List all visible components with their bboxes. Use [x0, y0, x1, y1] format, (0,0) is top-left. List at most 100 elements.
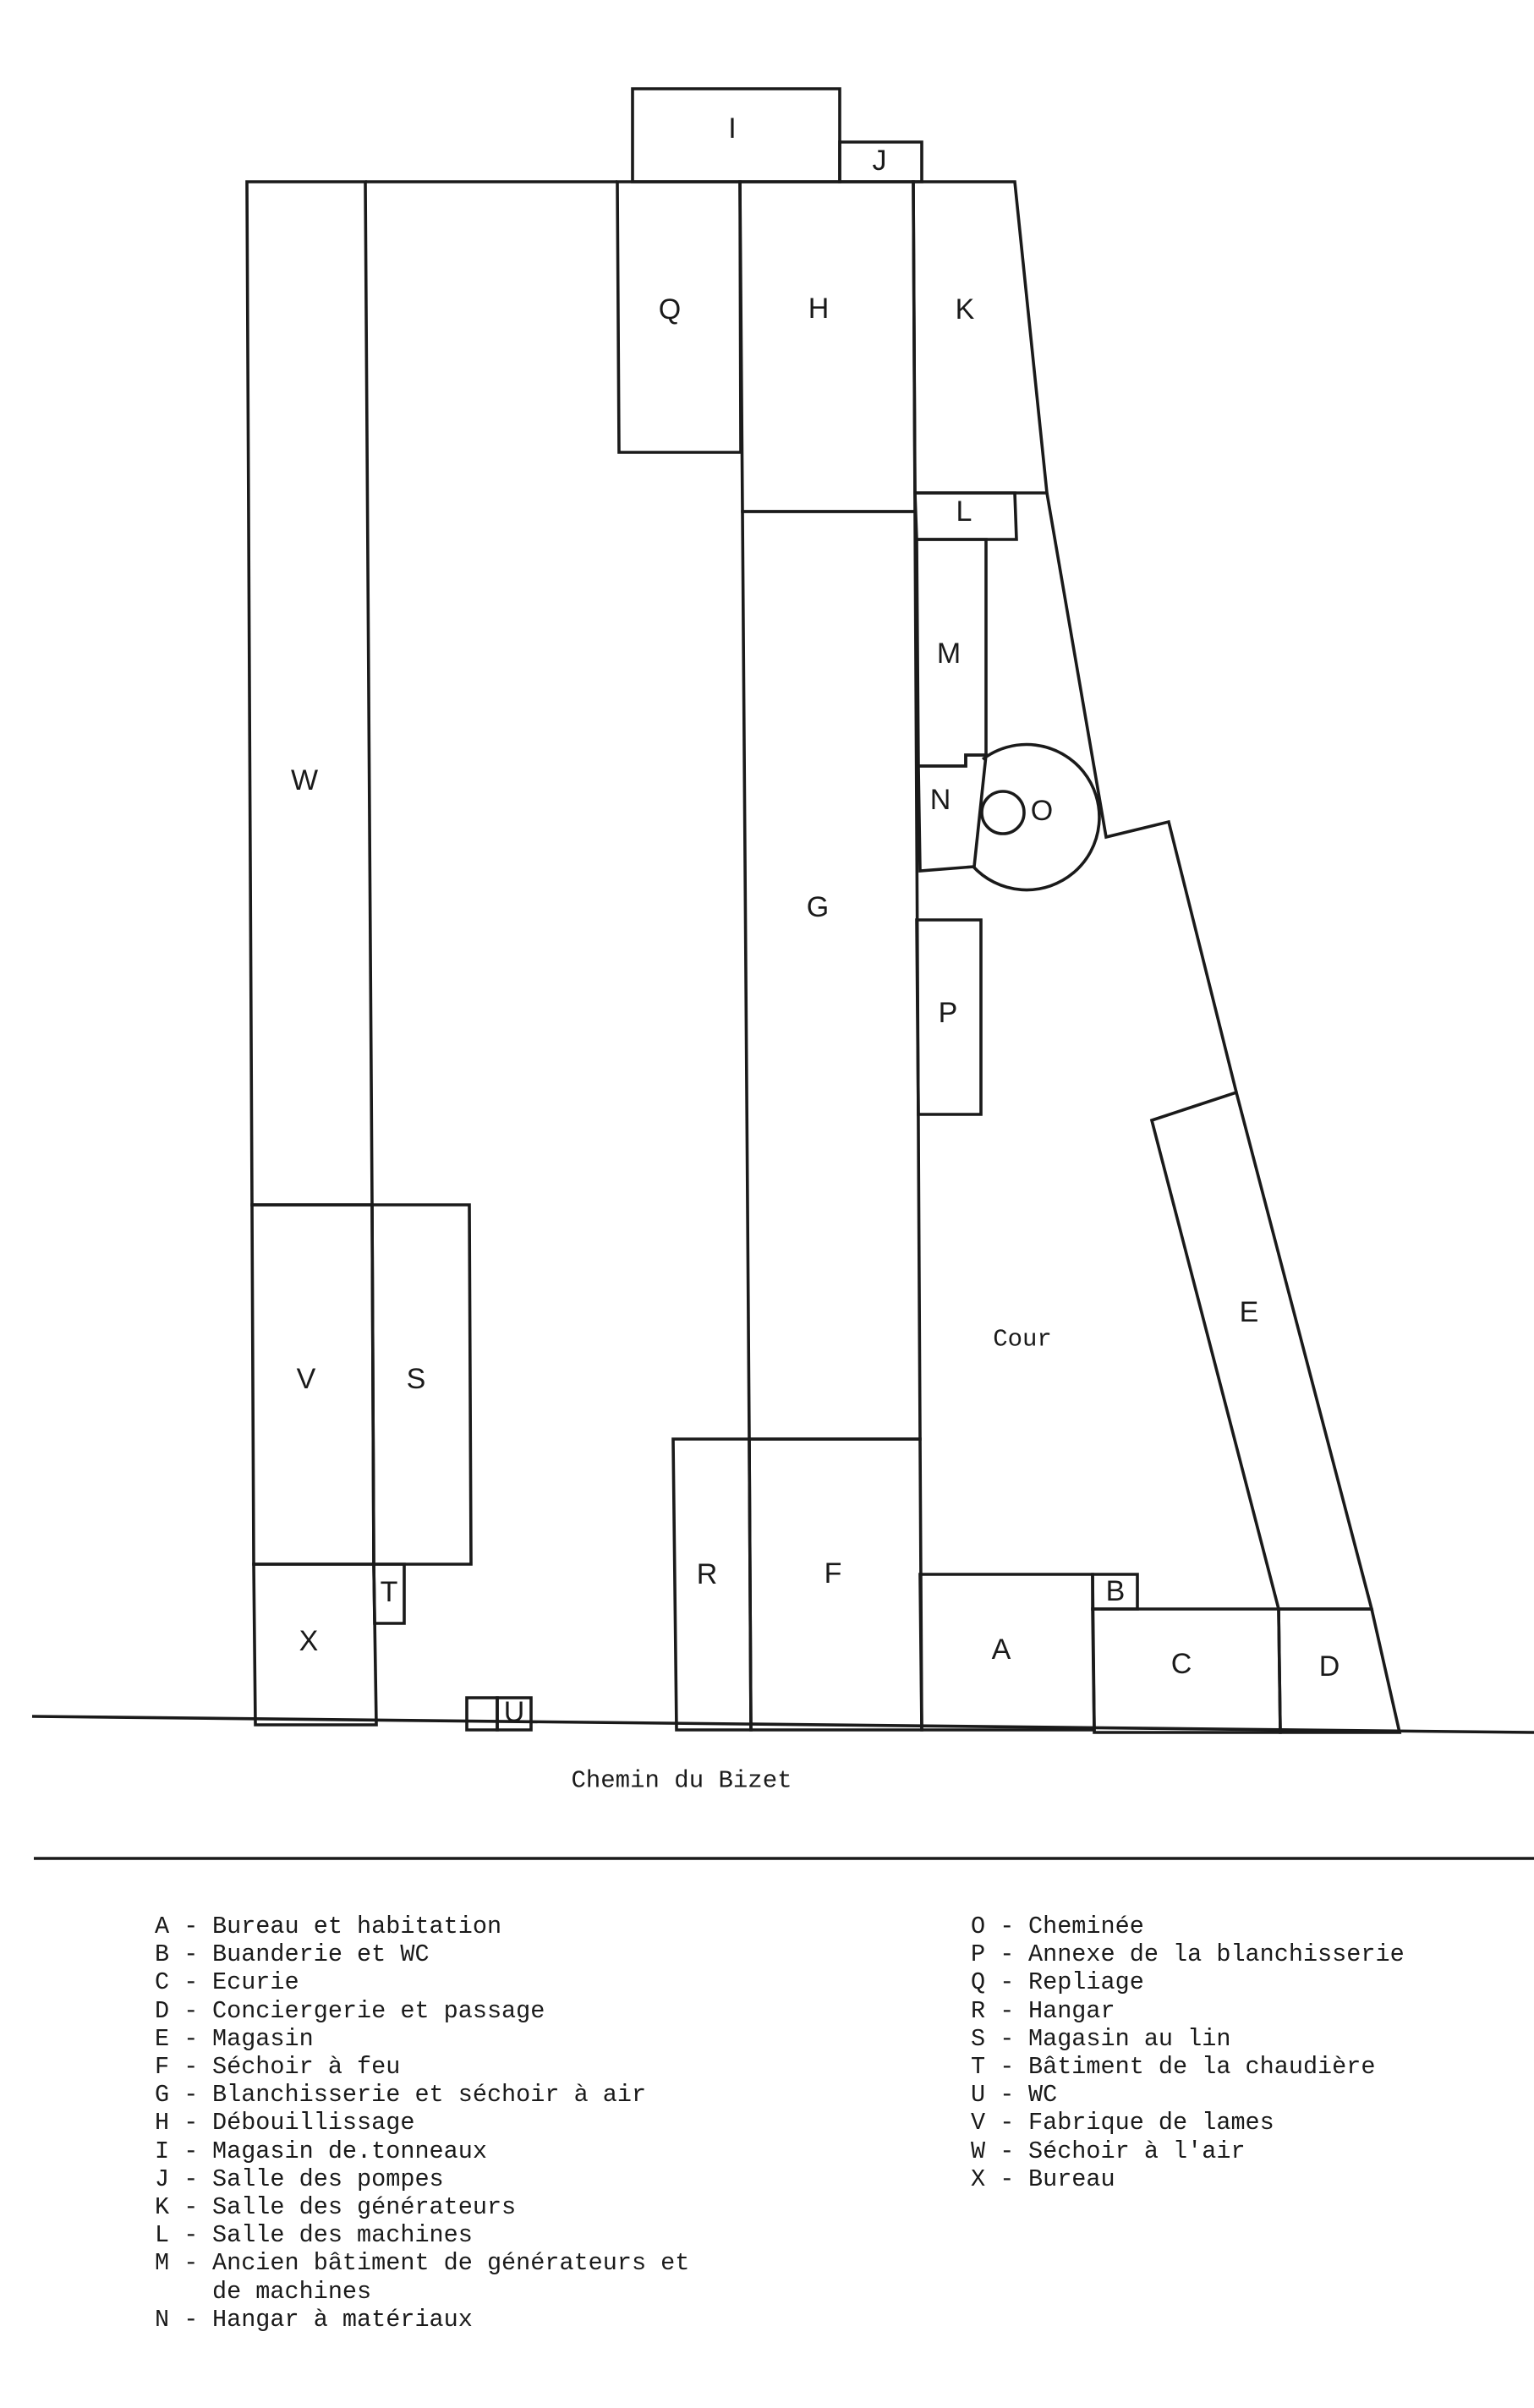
building-g	[741, 510, 922, 1441]
legend-key: C -	[155, 1968, 199, 1997]
legend-desc: Conciergerie et passage	[212, 1996, 545, 2025]
legend-desc: Débouillissage	[212, 2109, 415, 2137]
legend-desc: Bâtiment de la chaudière	[1028, 2053, 1376, 2082]
legend-key: A -	[155, 1913, 199, 1940]
legend-key: W -	[971, 2137, 1015, 2165]
legend-item: M - Ancien bâtiment de générateurs et de …	[155, 2249, 797, 2305]
label-l: L	[956, 495, 972, 528]
building-t	[372, 1562, 406, 1625]
building-s	[370, 1203, 473, 1566]
legend-item: U - WC	[971, 2081, 1495, 2109]
legend-key: M -	[155, 2249, 199, 2278]
legend-key: N -	[155, 2305, 199, 2334]
legend-right-column: O - Cheminée P - Annexe de la blanchisseri…	[971, 1913, 1495, 2193]
building-u	[496, 1696, 533, 1732]
courtyard-east-wall	[1045, 492, 1238, 1093]
legend-key: D -	[155, 1996, 199, 2025]
legend-desc: Cheminée	[1028, 1913, 1144, 1940]
legend-desc: Bureau et habitation	[212, 1913, 502, 1940]
legend-item: L - Salle des machines	[155, 2221, 797, 2249]
legend-item: R - Hangar	[971, 1997, 1495, 2025]
legend-key: S -	[971, 2024, 1015, 2053]
street-label: Chemin du Bizet	[571, 1767, 792, 1795]
legend-desc: Bureau	[1028, 2164, 1115, 2193]
label-u: U	[504, 1696, 525, 1728]
legend-desc: WC	[1028, 2081, 1058, 2110]
label-a: A	[992, 1634, 1011, 1666]
legend-left-column: A - Bureau et habitation B - Buanderie et …	[155, 1913, 797, 2334]
label-x: X	[299, 1625, 319, 1657]
legend-key: L -	[155, 2221, 199, 2250]
legend-item: P - Annexe de la blanchisserie	[971, 1940, 1495, 1968]
label-m: M	[937, 638, 961, 670]
building-h	[738, 180, 917, 513]
legend-desc: Annexe de la blanchisserie	[1028, 1940, 1405, 1969]
legend-item: Q -Repliage	[971, 1968, 1495, 1996]
label-w: W	[291, 764, 318, 796]
label-d: D	[1319, 1650, 1340, 1683]
legend-desc: Hangar à matériaux	[212, 2305, 473, 2334]
label-p: P	[939, 997, 958, 1029]
legend-desc: Salle des générateurs	[212, 2193, 517, 2222]
legend-desc: Ecurie	[212, 1968, 299, 1997]
label-t: T	[381, 1576, 398, 1608]
legend-key: K -	[155, 2193, 199, 2222]
label-h: H	[808, 293, 830, 325]
label-v: V	[297, 1363, 316, 1395]
legend-key: U -	[971, 2081, 1015, 2110]
legend-item: T - Bâtiment de la chaudière	[971, 2053, 1495, 2081]
label-k: K	[956, 293, 975, 326]
building-k	[912, 180, 1049, 495]
legend-item: K - Salle des générateurs	[155, 2193, 797, 2221]
courtyard-label: Cour	[993, 1326, 1052, 1354]
legend-desc: Magasin	[212, 2024, 314, 2053]
building-d	[1277, 1607, 1402, 1734]
label-g: G	[807, 891, 829, 923]
legend-item: D - Conciergerie et passage	[155, 1997, 797, 2025]
legend-key: H -	[155, 2109, 199, 2137]
legend-item: A - Bureau et habitation	[155, 1913, 797, 1940]
legend-key: B -	[155, 1940, 199, 1969]
label-e: E	[1240, 1296, 1259, 1328]
legend-key: P -	[971, 1940, 1015, 1969]
legend-key: E -	[155, 2024, 199, 2053]
legend-desc: Fabrique de lames	[1028, 2109, 1274, 2137]
legend-desc: Salle des machines	[212, 2221, 473, 2250]
legend-desc: Hangar	[1028, 1996, 1115, 2025]
legend-key: I -	[155, 2137, 199, 2165]
legend-key: R -	[971, 1996, 1015, 2025]
label-f: F	[825, 1557, 842, 1590]
legend-item: C - Ecurie	[155, 1968, 797, 1996]
legend-key: G -	[155, 2081, 199, 2110]
legend-desc: Séchoir à l'air	[1028, 2137, 1246, 2165]
building-w	[245, 180, 374, 1207]
legend-desc: Buanderie et WC	[212, 1940, 430, 1969]
legend-item: X - Bureau	[971, 2165, 1495, 2193]
legend-item: H - Débouillissage	[155, 2109, 797, 2137]
label-c: C	[1171, 1648, 1192, 1680]
legend-desc: Blanchisserie et séchoir à air	[212, 2081, 647, 2110]
building-p	[915, 918, 983, 1116]
legend-key: X -	[971, 2164, 1015, 2193]
building-o-chimney	[980, 790, 1026, 835]
legend-desc: Séchoir à feu	[212, 2053, 401, 2082]
label-r: R	[697, 1558, 718, 1590]
legend-key: T -	[971, 2053, 1015, 2082]
building-o-chimney-house	[971, 742, 1101, 892]
legend-desc: Repliage	[1028, 1968, 1144, 1997]
legend-item: J -Salle des pompes	[155, 2165, 797, 2193]
legend-item: S - Magasin au lin	[971, 2025, 1495, 2053]
legend-key: V -	[971, 2109, 1015, 2137]
legend-item: V - Fabrique de lames	[971, 2109, 1495, 2137]
legend-desc: Salle des pompes	[212, 2164, 444, 2193]
legend-desc: Magasin au lin	[1028, 2024, 1231, 2053]
street-edge-line	[31, 1715, 1534, 1734]
legend-item: W - Séchoir à l'air	[971, 2137, 1495, 2165]
legend-key: O -	[971, 1913, 1015, 1940]
legend-desc: Ancien bâtiment de générateurs et de mac…	[212, 2249, 690, 2306]
building-x	[252, 1562, 378, 1727]
label-s: S	[407, 1363, 426, 1395]
building-n	[917, 753, 989, 873]
legend-item: O - Cheminée	[971, 1913, 1495, 1940]
